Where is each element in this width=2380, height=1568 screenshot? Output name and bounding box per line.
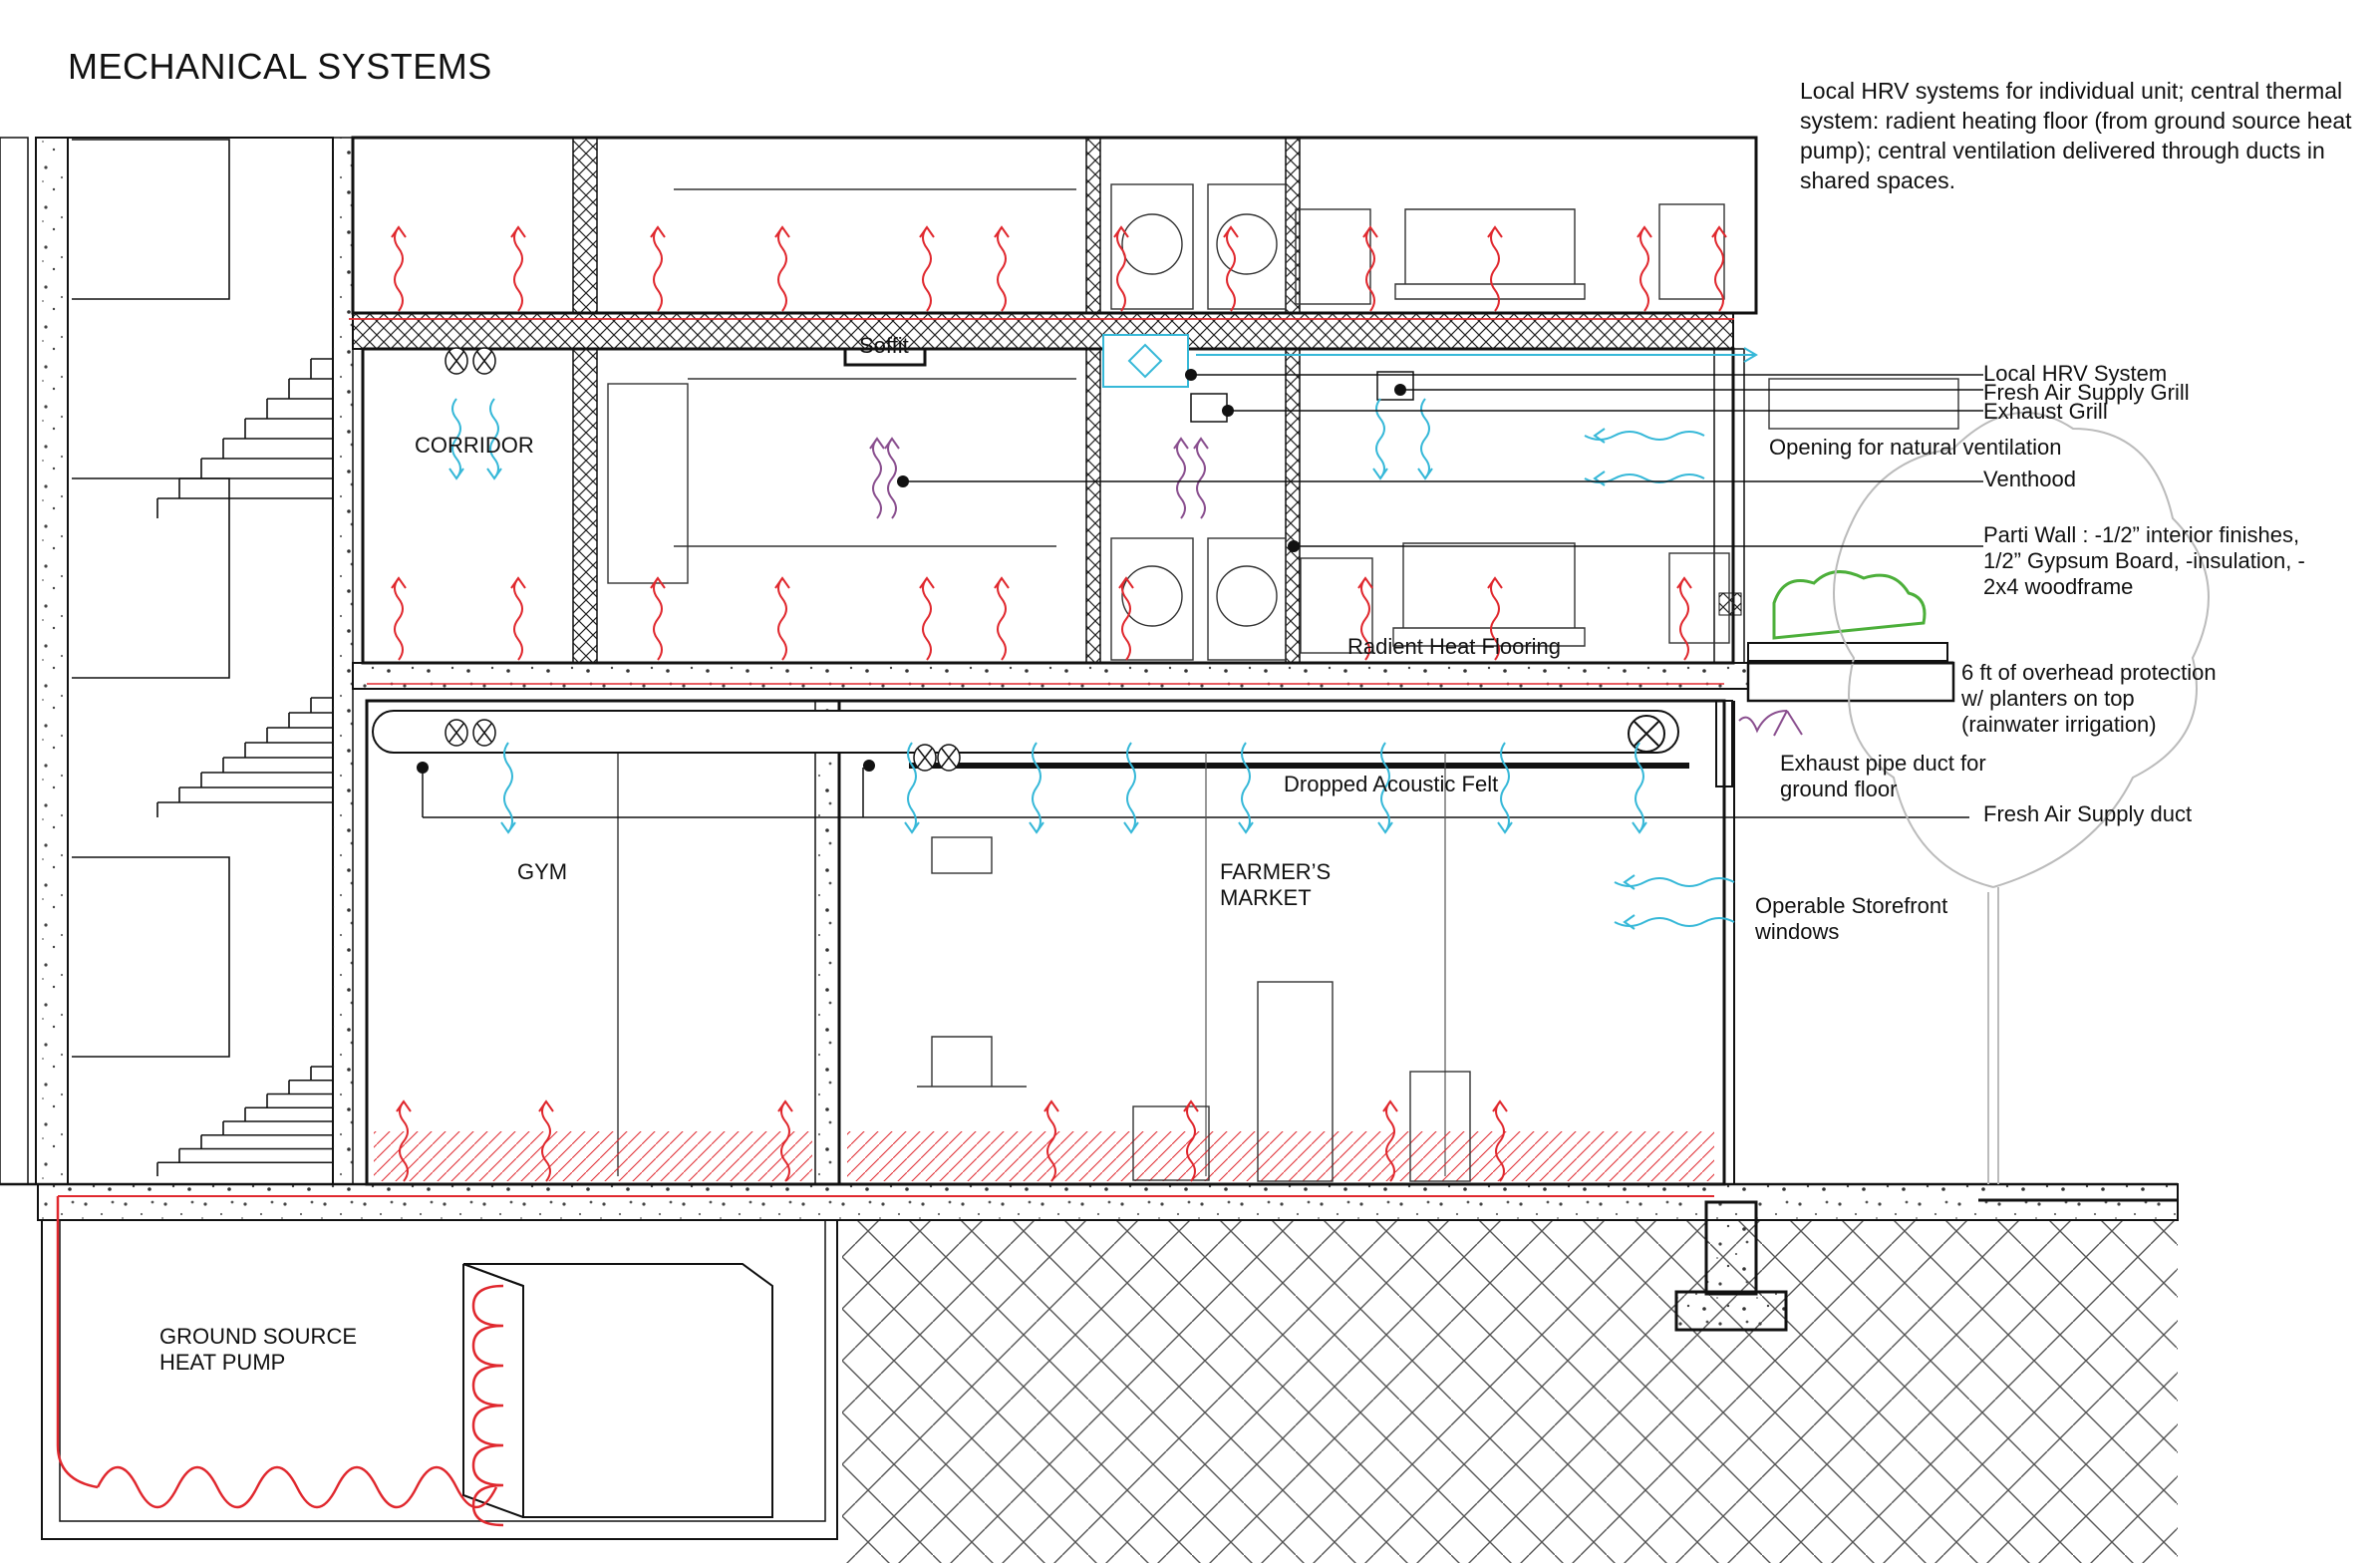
leader-lines bbox=[903, 374, 1983, 664]
heat-arrow-icon bbox=[650, 225, 666, 312]
heat-arrow-icon bbox=[1193, 437, 1209, 519]
heat-arrow-icon bbox=[1357, 576, 1373, 661]
label-operable-storefront: Operable Storefront windows bbox=[1755, 893, 1948, 944]
label-local-hrv-system: Local HRV System bbox=[1983, 361, 2168, 386]
stair-flight bbox=[156, 1066, 333, 1176]
damper-cross bbox=[476, 723, 492, 743]
supply-arrow-icon bbox=[1123, 742, 1139, 834]
heat-arrow-icon bbox=[391, 225, 407, 312]
supply-arrow-icon bbox=[448, 398, 464, 480]
supply-arrow-icon bbox=[1372, 398, 1388, 480]
room-label-farmers-market: FARMER’S MARKET bbox=[1220, 859, 1332, 910]
supply-arrow-icon bbox=[1377, 742, 1393, 834]
heat-arrow-icon bbox=[994, 576, 1010, 661]
heat-arrow-icon bbox=[1676, 576, 1692, 661]
supply-arrow-icon bbox=[1029, 742, 1044, 834]
room-label-heat-pump: GROUND SOURCE HEAT PUMP bbox=[159, 1324, 358, 1375]
heat-arrow-icon bbox=[1043, 1099, 1059, 1182]
heat-arrow-icon bbox=[777, 1099, 793, 1182]
heat-arrow-icon bbox=[1382, 1099, 1398, 1182]
supply-arrow-icon bbox=[500, 742, 516, 834]
heat-arrow-icon bbox=[919, 225, 935, 312]
heat-arrow-icon bbox=[1113, 225, 1129, 312]
supply-arrow-icon bbox=[1632, 742, 1647, 834]
heat-arrow-icon bbox=[510, 576, 526, 661]
stair-landing bbox=[72, 477, 230, 679]
heat-arrow-icon bbox=[1362, 225, 1378, 312]
heat-pump-pit bbox=[41, 1195, 1714, 1540]
floor-slab bbox=[352, 570, 1955, 703]
heat-arrow-icon bbox=[538, 1099, 554, 1182]
dampers bbox=[445, 347, 961, 772]
label-fresh-air-supply-duct: Fresh Air Supply duct bbox=[1983, 801, 2193, 826]
supply-arrow-icon bbox=[1417, 398, 1433, 480]
heat-arrow-icon bbox=[994, 225, 1010, 312]
room-label-gym: GYM bbox=[517, 859, 568, 884]
damper-cross bbox=[448, 351, 464, 371]
natural-ventilation-arrow-icon bbox=[1614, 914, 1735, 930]
heat-arrow-icon bbox=[510, 225, 526, 312]
heat-arrow-icon bbox=[1487, 576, 1503, 661]
natural-ventilation-arrow-icon bbox=[1584, 470, 1705, 486]
stair-flight bbox=[156, 358, 333, 518]
label-overhead-protection: 6 ft of overhead protection w/ planters … bbox=[1961, 660, 2217, 737]
stair-flight bbox=[156, 697, 333, 817]
label-fresh-air-supply-grill: Fresh Air Supply Grill bbox=[1983, 380, 2190, 405]
system-description: Local HRV systems for individual unit; c… bbox=[1800, 78, 2352, 193]
heat-arrow-icon bbox=[884, 437, 900, 519]
supply-arrow-icon bbox=[486, 398, 502, 480]
heat-arrow-icon bbox=[1118, 576, 1134, 661]
heat-arrow-icon bbox=[919, 576, 935, 661]
supply-arrow-icon bbox=[1238, 742, 1254, 834]
heat-arrow-icon bbox=[869, 437, 885, 519]
label-dropped-acoustic-felt: Dropped Acoustic Felt bbox=[1284, 772, 1499, 796]
tree bbox=[1833, 412, 2210, 1184]
airflow-and-heat-arrows bbox=[391, 225, 1803, 1182]
label-venthood: Venthood bbox=[1983, 467, 2076, 491]
heat-arrow-icon bbox=[1223, 225, 1239, 312]
label-exhaust-pipe-duct: Exhaust pipe duct for ground floor bbox=[1780, 751, 1986, 801]
heat-arrow-icon bbox=[774, 225, 790, 312]
damper-cross bbox=[917, 748, 933, 768]
hrv-supply-arrow-icon bbox=[1196, 347, 1758, 363]
heat-arrow-icon bbox=[1173, 437, 1189, 519]
natural-ventilation-arrow-icon bbox=[1614, 874, 1735, 890]
stair-core bbox=[0, 137, 354, 1185]
heat-arrow-icon bbox=[650, 576, 666, 661]
exhaust-arrow-icon bbox=[1773, 710, 1803, 737]
leader-dots bbox=[897, 369, 1406, 552]
supply-arrow-icon bbox=[1497, 742, 1513, 834]
heat-arrow-icon bbox=[1636, 225, 1652, 312]
label-radiant-heat-flooring: Radient Heat Flooring bbox=[1347, 634, 1562, 659]
heat-arrow-icon bbox=[1487, 225, 1503, 312]
heat-arrow-icon bbox=[396, 1099, 412, 1182]
natural-ventilation-arrow-icon bbox=[1584, 428, 1705, 444]
diagram-title: MECHANICAL SYSTEMS bbox=[68, 46, 492, 87]
supply-arrow-icon bbox=[904, 742, 920, 834]
heat-arrow-icon bbox=[1492, 1099, 1508, 1182]
heat-arrow-icon bbox=[1183, 1099, 1199, 1182]
ground-zone bbox=[0, 1182, 2179, 1563]
label-parti-wall: Parti Wall : -1/2” interior finishes, 1/… bbox=[1983, 522, 2305, 599]
damper-cross bbox=[941, 748, 957, 768]
ground-floor bbox=[365, 699, 1969, 1186]
upper-floor bbox=[349, 136, 1758, 350]
heat-arrow-icon bbox=[774, 576, 790, 661]
middle-floor bbox=[361, 334, 1959, 665]
heat-arrow-icon bbox=[391, 576, 407, 661]
stair-landing bbox=[72, 856, 230, 1058]
heat-arrow-icon bbox=[1711, 225, 1727, 312]
label-soffit: Soffit bbox=[859, 333, 909, 358]
label-natural-ventilation-opening: Opening for natural ventilation bbox=[1769, 435, 2062, 460]
room-label-corridor: CORRIDOR bbox=[415, 433, 534, 458]
label-exhaust-grill: Exhaust Grill bbox=[1983, 399, 2108, 424]
stair-landing bbox=[72, 139, 230, 300]
damper-cross bbox=[448, 723, 464, 743]
damper-cross bbox=[476, 351, 492, 371]
